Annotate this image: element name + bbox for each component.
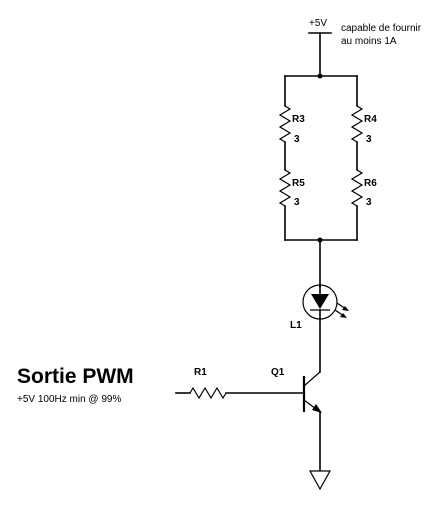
r4-label: R4 [364,114,377,125]
supply-symbol [308,32,332,77]
r4-value: 3 [366,134,372,145]
top-junction [317,73,323,79]
resistor-r6 [350,169,364,207]
q1-label: Q1 [271,367,285,378]
r6-label: R6 [364,178,377,189]
resistor-r5 [278,169,292,207]
supply-label: +5V [309,18,327,29]
resistor-r4 [350,105,364,143]
led-emission-arrows [334,302,349,318]
right-branch [350,75,364,241]
pwm-subtitle: +5V 100Hz min @ 99% [17,394,121,405]
pwm-title: Sortie PWM [17,365,134,388]
l1-label: L1 [290,320,302,331]
supply-note-line1: capable de fournir [341,23,422,34]
transistor-q1 [302,371,322,413]
resistor-r1 [175,386,305,400]
r5-value: 3 [294,197,300,208]
transistor-collector [303,371,321,387]
r3-label: R3 [292,114,305,125]
supply-note-line2: au moins 1A [341,36,397,47]
r3-value: 3 [294,134,300,145]
resistor-r3 [278,105,292,143]
led-l1 [302,284,349,321]
ground-icon [308,470,332,491]
r6-value: 3 [366,197,372,208]
r5-label: R5 [292,178,305,189]
left-branch [278,75,292,241]
transistor-emitter-arrow [312,404,322,413]
led-anode-triangle [311,294,329,309]
r1-label: R1 [194,367,207,378]
